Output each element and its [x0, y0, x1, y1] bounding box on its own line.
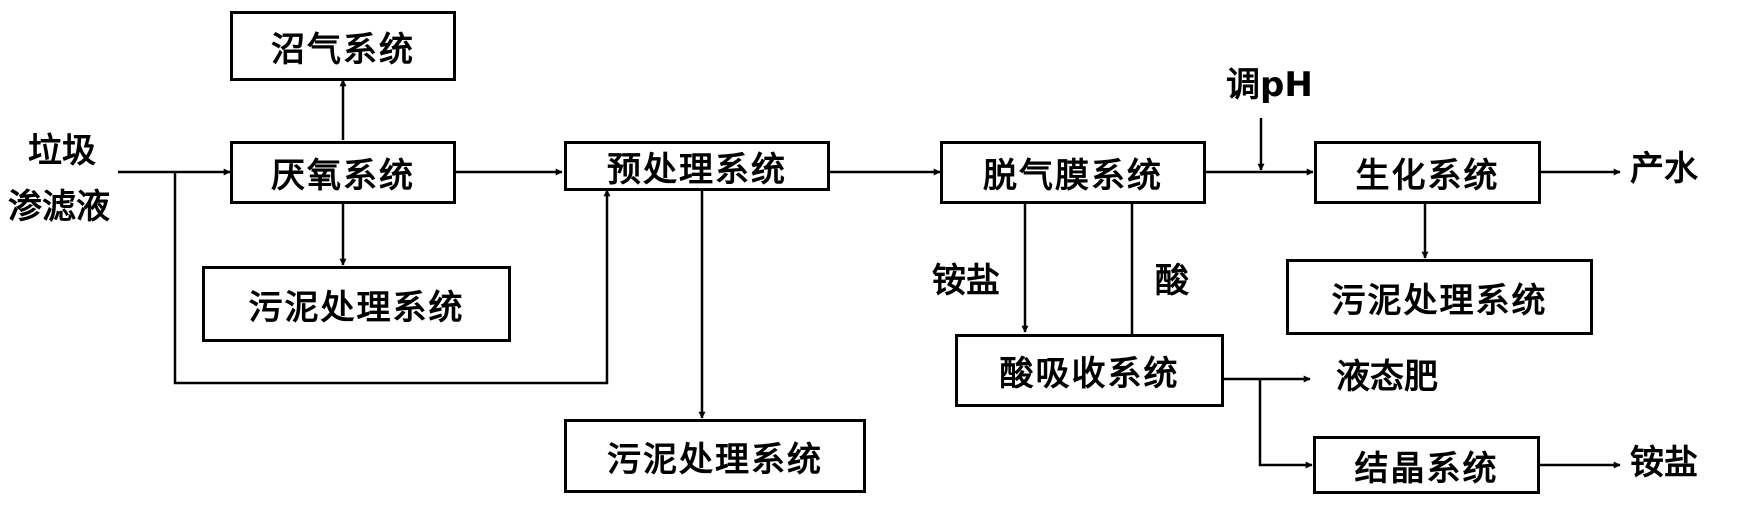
- box-anaerobic-system: 厌氧系统: [230, 141, 456, 204]
- arrow-acid-absorption-to-crystallization: [1258, 379, 1313, 469]
- box-acid-absorption-system: 酸吸收系统: [955, 334, 1224, 407]
- box-sludge-treatment-3: 污泥处理系统: [1286, 259, 1593, 335]
- box-degassing-membrane-system: 脱气膜系统: [940, 141, 1206, 204]
- input-label-line2: 渗滤液: [8, 187, 110, 227]
- box-sludge-treatment-1: 污泥处理系统: [202, 266, 511, 342]
- box-sludge-treatment-2: 污泥处理系统: [564, 419, 866, 493]
- label-water-out: 产水: [1630, 149, 1698, 189]
- box-biochemical-system: 生化系统: [1314, 141, 1541, 204]
- label-liquid-fertilizer: 液态肥: [1336, 357, 1438, 397]
- label-ammonium-salt-flow: 铵盐: [932, 261, 1000, 301]
- box-crystallization-system: 结晶系统: [1313, 436, 1540, 494]
- label-adjust-ph: 调pH: [1226, 65, 1313, 105]
- input-label-line1: 垃圾: [28, 131, 96, 171]
- arrow-bypass-to-pretreatment: [173, 172, 611, 385]
- label-acid-flow: 酸: [1155, 261, 1189, 301]
- box-biogas-system: 沼气系统: [230, 11, 456, 81]
- label-ammonium-salt-out: 铵盐: [1630, 443, 1698, 483]
- box-pretreatment-system: 预处理系统: [564, 141, 830, 191]
